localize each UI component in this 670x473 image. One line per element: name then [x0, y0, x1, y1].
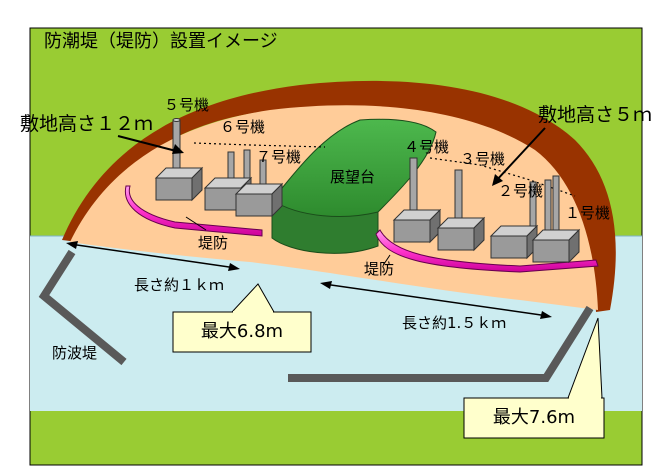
- arrow-elevation-right: [494, 127, 546, 183]
- callout-box-right: [463, 397, 605, 439]
- unit-6-building: [204, 149, 252, 211]
- arrow-elevation-left: [117, 135, 181, 153]
- length-arrow-left: [66, 241, 240, 271]
- leader-levee-left: [185, 216, 207, 231]
- label-unit-2: ２号機: [498, 182, 544, 200]
- label-length-right: 長さ約1.５ｋｍ: [402, 314, 507, 332]
- label-observatory: 展望台: [330, 168, 376, 186]
- label-max-right: 最大7.6m: [492, 407, 576, 428]
- levee-right: [375, 229, 599, 273]
- diagram-title: 防潮堤（堤防）設置イメージ: [44, 31, 278, 52]
- label-unit-5: ５号機: [164, 96, 210, 114]
- label-breakwater: 防波堤: [52, 344, 98, 362]
- label-levee-left: 堤防: [198, 234, 229, 252]
- observatory-hill: [271, 118, 437, 254]
- breakwater-right: [288, 305, 594, 382]
- label-levee-right: 堤防: [364, 260, 395, 278]
- label-unit-1: １号機: [565, 204, 611, 222]
- label-unit-6: ６号機: [220, 118, 266, 136]
- label-length-left: 長さ約１ｋｍ: [134, 276, 225, 294]
- boundary-left: [193, 142, 326, 148]
- label-elevation-right: 敷地高さ５ｍ: [538, 104, 653, 126]
- breakwater-left: [38, 249, 127, 366]
- label-max-left: 最大6.8m: [200, 321, 284, 342]
- unit-3-building: [437, 169, 485, 251]
- unit-7-building: [235, 159, 283, 217]
- length-arrow-right: [320, 281, 552, 319]
- unit-1-building: [532, 175, 580, 263]
- unit-2-building: [490, 181, 538, 259]
- label-unit-3: ３号機: [460, 150, 506, 168]
- leader-levee-right: [383, 254, 391, 265]
- label-elevation-left: 敷地高さ１２ｍ: [20, 113, 154, 135]
- label-unit-4: ４号機: [404, 138, 450, 156]
- callout-box-left: [172, 311, 312, 353]
- unit-4-building: [393, 157, 441, 243]
- label-unit-7: ７号機: [256, 148, 302, 166]
- levee-left: [124, 185, 263, 237]
